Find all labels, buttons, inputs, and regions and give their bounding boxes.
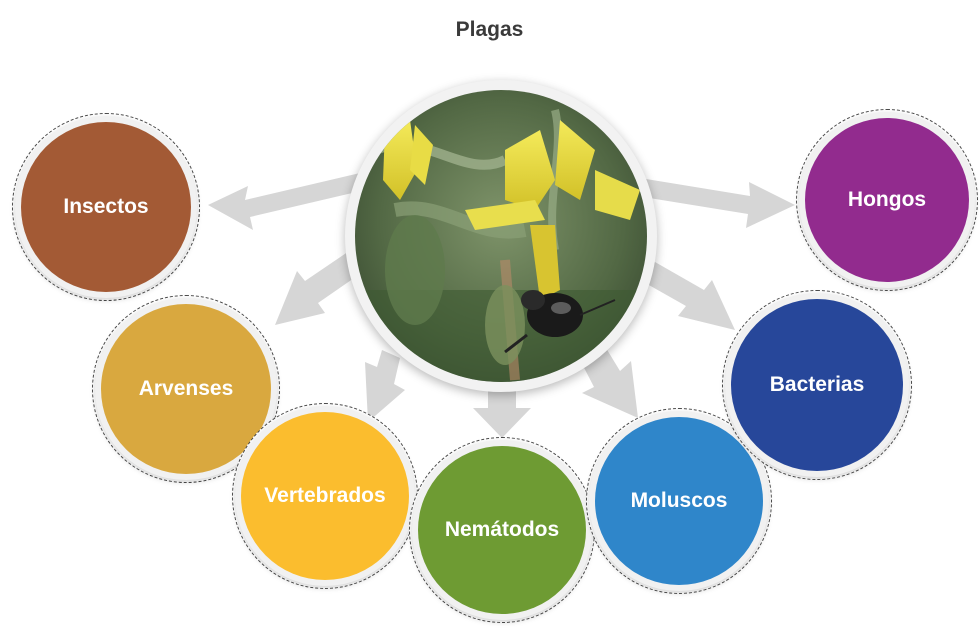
node-bacterias: Bacterias <box>722 290 912 480</box>
node-hongos-label: Hongos <box>796 188 978 212</box>
center-photo-frame <box>345 80 657 392</box>
node-insectos: Insectos <box>12 113 200 301</box>
node-nematodos-label: Nemátodos <box>409 518 595 542</box>
arrow-nematodos <box>473 385 531 438</box>
arrow-insectos <box>208 173 365 230</box>
node-vertebrados-label: Vertebrados <box>232 484 418 508</box>
node-nematodos: Nemátodos <box>409 437 595 623</box>
node-arvenses-label: Arvenses <box>92 377 280 401</box>
flower-illustration <box>355 90 647 382</box>
node-vertebrados: Vertebrados <box>232 403 418 589</box>
arrow-vertebrados <box>365 350 405 422</box>
arrow-hongos <box>637 178 795 228</box>
node-insectos-label: Insectos <box>12 195 200 219</box>
node-moluscos-label: Moluscos <box>586 489 772 513</box>
diagram-title: Plagas <box>0 18 979 42</box>
arrow-bacterias <box>640 262 735 330</box>
node-hongos: Hongos <box>796 109 978 291</box>
tomato-flower-photo <box>355 90 647 382</box>
node-bacterias-label: Bacterias <box>722 373 912 397</box>
